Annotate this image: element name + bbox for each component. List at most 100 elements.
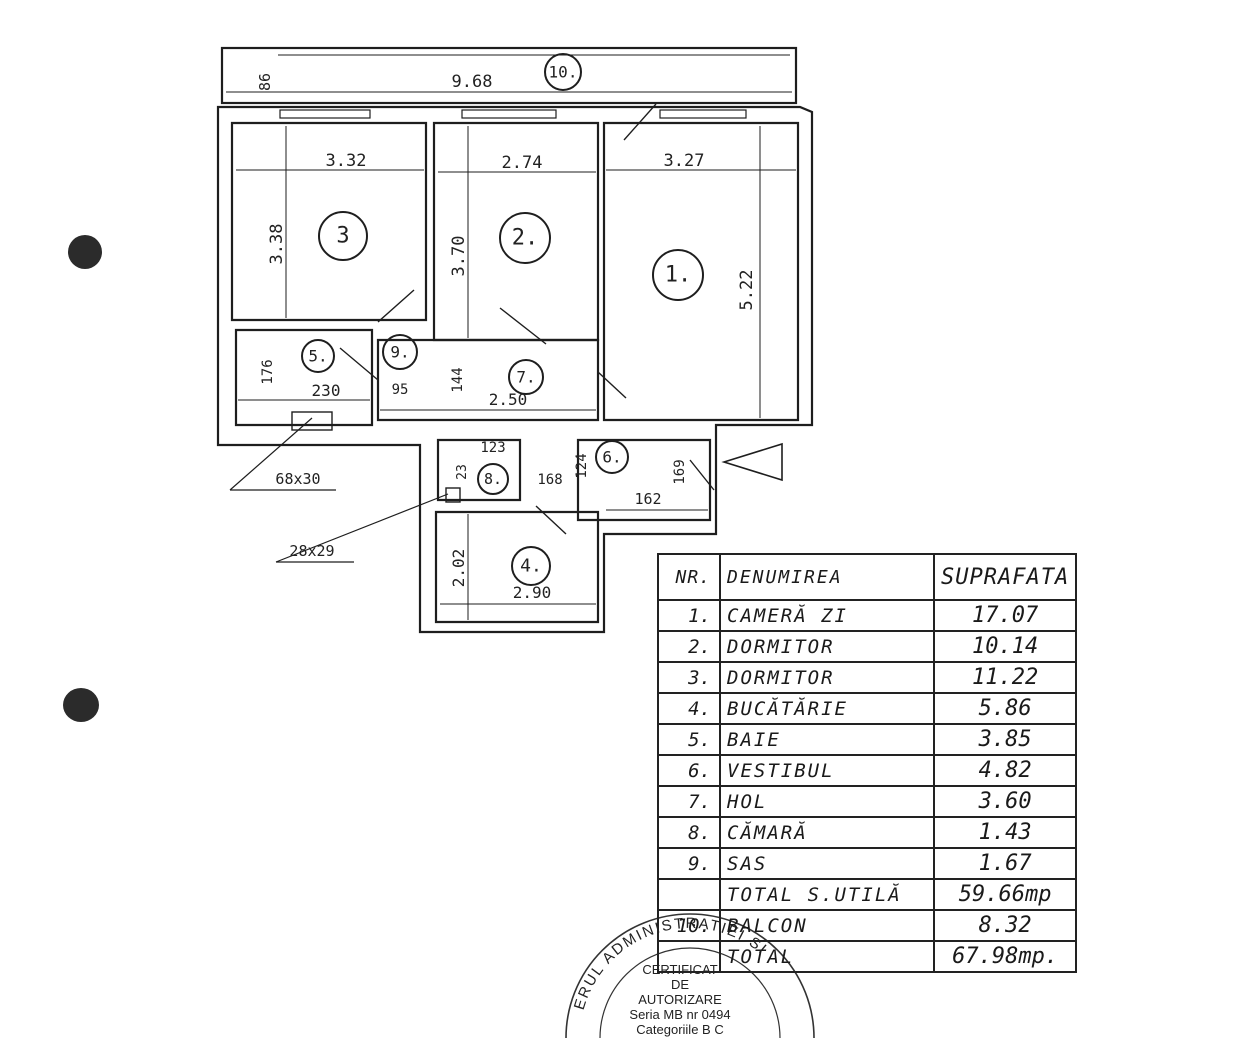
stamp-line-5: Categoriile B C [636, 1022, 724, 1037]
row-nr [657, 878, 721, 911]
room-10-number: 10. [549, 63, 578, 82]
row-name: CĂMARĂ [719, 816, 935, 849]
room-3-height: 3.38 [267, 224, 287, 265]
row-area: 59.66mp [932, 878, 1078, 911]
room-3-number: 3 [336, 224, 349, 249]
room-4-wall [434, 510, 600, 624]
row-name: TOTAL [719, 940, 935, 973]
balcony-outline [220, 46, 798, 105]
row-area: 1.43 [932, 816, 1078, 849]
row-nr: 7. [657, 785, 721, 818]
balcony-width: 9.68 [452, 72, 493, 92]
room-5-wall [234, 328, 374, 427]
stamp-line-3: AUTORIZARE [638, 992, 722, 1007]
outer-wall [216, 105, 814, 634]
room-7-wall [376, 338, 600, 422]
room-5-width: 230 [312, 381, 341, 400]
room-7-height: 144 [450, 367, 466, 392]
binder-hole-bottom [63, 688, 99, 722]
room-6-height: 124 [574, 453, 590, 478]
header-name: DENUMIREA [719, 553, 935, 601]
room-1-height: 5.22 [737, 270, 757, 311]
room-6-extra: 169 [672, 459, 688, 484]
room-8-width: 168 [537, 472, 562, 488]
room-8-side: 23 [455, 464, 470, 480]
row-name: HOL [719, 785, 935, 818]
room-4-height: 2.02 [449, 549, 468, 588]
row-name: CAMERĂ ZI [719, 599, 935, 632]
row-nr: 2. [657, 630, 721, 663]
row-area: 4.82 [932, 754, 1078, 787]
room-3-width: 3.32 [326, 151, 367, 171]
row-nr: 5. [657, 723, 721, 756]
room-3-wall [230, 121, 428, 322]
room-6-width: 162 [634, 490, 661, 508]
room-5-number: 5. [308, 347, 327, 366]
room-5-height: 176 [260, 359, 276, 384]
room-6-number: 6. [602, 448, 621, 467]
stamp-text: CERTIFICAT DE AUTORIZARE Seria MB nr 049… [600, 962, 760, 1037]
row-nr: 10. [657, 909, 721, 942]
binder-hole-top [68, 235, 102, 269]
row-area: 5.86 [932, 692, 1078, 725]
row-nr: 6. [657, 754, 721, 787]
room-4-width: 2.90 [513, 583, 552, 602]
room-9-number: 9. [390, 343, 409, 362]
room-8-wall [436, 438, 522, 502]
room-4-number: 4. [520, 556, 542, 577]
row-name: BAIE [719, 723, 935, 756]
row-name: SAS [719, 847, 935, 880]
stamp-line-2: DE [670, 977, 690, 992]
row-name: DORMITOR [719, 630, 935, 663]
stamp-line-4: Seria MB nr 0494 [629, 1007, 731, 1022]
room-1-number: 1. [665, 263, 692, 288]
row-area: 67.98mp. [932, 940, 1078, 973]
balcony-depth: 86 [256, 73, 274, 91]
vent-bath-label: 68x30 [275, 470, 320, 488]
row-area: 17.07 [932, 599, 1078, 632]
room-2-height: 3.70 [449, 236, 469, 277]
room-9-width: 95 [392, 382, 409, 398]
row-area: 3.85 [932, 723, 1078, 756]
table-header-row: NR. DENUMIREA SUPRAFATA [657, 553, 1078, 601]
row-nr: 3. [657, 661, 721, 694]
room-7-number: 7. [516, 368, 535, 387]
row-name: DORMITOR [719, 661, 935, 694]
header-nr: NR. [657, 553, 721, 601]
stamp-line-1: CERTIFICAT [642, 962, 718, 977]
room-2-number: 2. [512, 226, 539, 251]
room-8-number: 8. [484, 470, 502, 488]
room-1-width: 3.27 [664, 151, 705, 171]
row-area: 10.14 [932, 630, 1078, 663]
north-arrow-icon [721, 442, 783, 482]
row-name: BALCON [719, 909, 935, 942]
vent-pantry-label: 28x29 [289, 542, 334, 560]
room-8-height: 123 [480, 440, 505, 456]
row-name: BUCĂTĂRIE [719, 692, 935, 725]
row-nr: 4. [657, 692, 721, 725]
room-2-width: 2.74 [502, 153, 543, 173]
header-area: SUPRAFATA [932, 553, 1078, 601]
row-name: VESTIBUL [719, 754, 935, 787]
row-area: 8.32 [932, 909, 1078, 942]
row-nr: 8. [657, 816, 721, 849]
row-name: TOTAL S.UTILĂ [719, 878, 935, 911]
room-6-wall [576, 438, 712, 522]
row-nr: 1. [657, 599, 721, 632]
room-7-width: 2.50 [489, 390, 528, 409]
row-nr: 9. [657, 847, 721, 880]
room-1-wall [602, 121, 800, 422]
row-nr [657, 940, 721, 973]
